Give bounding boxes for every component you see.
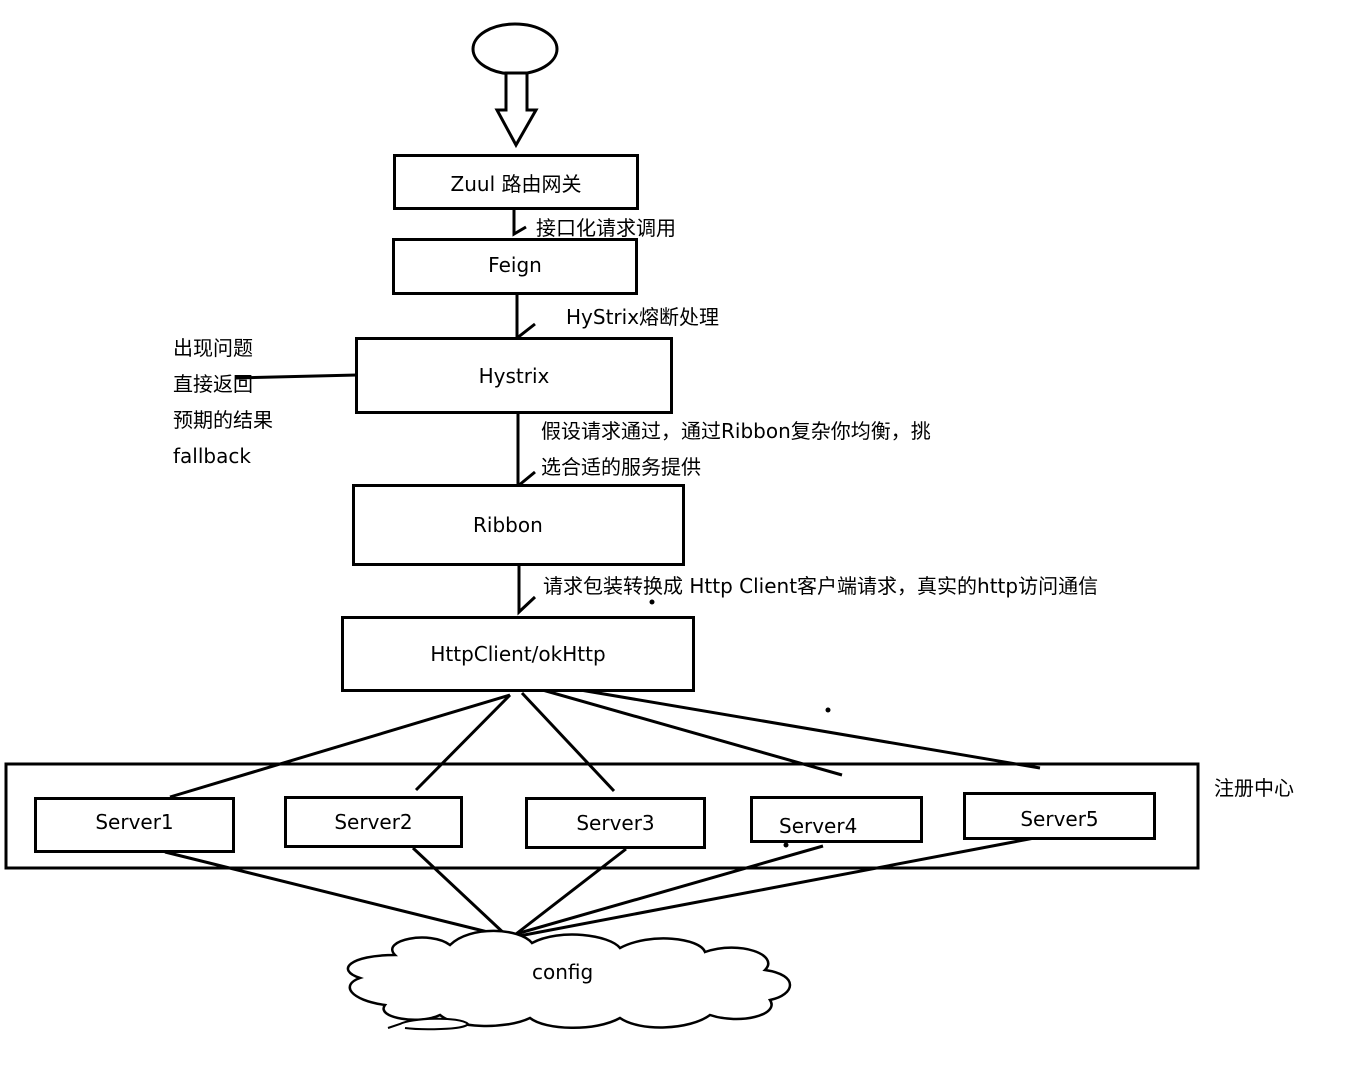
hystrix-box: Hystrix [355,337,673,414]
feign-label: Feign [488,253,542,277]
edge-label-hystrix-ribbon-2: 选合适的服务提供 [541,455,701,479]
connector-zuul-feign [512,210,527,237]
fallback-line: fallback [173,444,251,468]
edge-label-feign-hystrix: HyStrix熔断处理 [566,305,720,329]
server4-label: Server4 [779,814,858,838]
edge-label-zuul-feign: 接口化请求调用 [536,216,676,240]
config-lines [164,834,1046,939]
fallback-line: 直接返回 [173,372,253,396]
stray-dot [649,599,655,605]
zuul-box: Zuul 路由网关 [393,154,639,210]
server2-label: Server2 [334,810,413,834]
down-arrow-icon [494,71,539,149]
cloud-tail [387,1017,470,1031]
ribbon-box: Ribbon [352,484,685,566]
connector-ribbon-httpclient [517,566,537,616]
edge-label-ribbon-httpclient: 请求包装转换成 Http Client客户端请求，真实的http访问通信 [543,574,1099,598]
server3-label: Server3 [576,811,655,835]
registry-label: 注册中心 [1214,776,1294,800]
feign-box: Feign [392,238,638,295]
start-node [471,22,559,76]
zuul-label: Zuul 路由网关 [450,171,582,196]
connector-feign-hystrix [515,294,536,342]
stray-dot [783,842,789,848]
server5-box: Server5 [963,792,1156,840]
server1-box: Server1 [34,797,235,853]
fanout-lines [169,682,1041,799]
server1-label: Server1 [95,810,174,834]
httpclient-box: HttpClient/okHttp [341,616,695,692]
fallback-note: 出现问题 直接返回 预期的结果 fallback [173,330,273,474]
stray-dot [825,707,831,713]
config-label: config [532,960,594,984]
edge-label-hystrix-ribbon-1: 假设请求通过，通过Ribbon复杂你均衡，挑 [541,419,931,443]
server4-box: Server4 [750,796,923,843]
server3-box: Server3 [525,797,706,849]
hystrix-label: Hystrix [478,363,550,388]
config-cloud [346,929,792,1029]
connector-hystrix-fallback [235,373,358,380]
ribbon-label: Ribbon [473,513,543,537]
httpclient-label: HttpClient/okHttp [430,642,606,666]
fallback-line: 预期的结果 [173,408,273,432]
connector-hystrix-ribbon [516,413,536,490]
server2-box: Server2 [284,796,463,848]
fallback-line: 出现问题 [173,336,253,360]
server5-label: Server5 [1020,807,1099,831]
